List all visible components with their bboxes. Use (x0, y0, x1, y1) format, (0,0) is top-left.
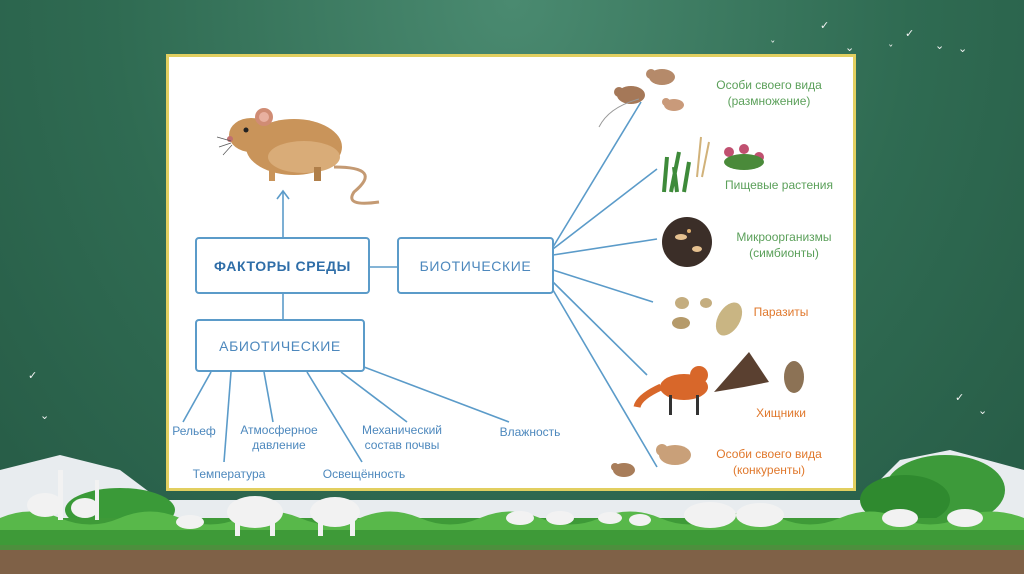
bird-icon: ⌄ (958, 43, 967, 54)
bird-icon: ✓ (955, 392, 964, 403)
bird-icon: ✓ (820, 20, 829, 31)
parasites-illustration (672, 297, 748, 340)
soil-label-line2: состав почвы (337, 438, 467, 453)
repro-label-line1: Особи своего вида (699, 77, 839, 93)
pressure-label-line1: Атмосферное (229, 423, 329, 438)
bird-icon: ✓ (905, 28, 914, 39)
environmental-factors-box: ФАКТОРЫ СРЕДЫ (195, 237, 370, 294)
microorganisms-label: Микроорганизмы (симбионты) (719, 229, 849, 261)
bird-icon: ⌄ (40, 410, 49, 421)
abiotic-factors-box: АБИОТИЧЕСКИЕ (195, 319, 365, 372)
biotic-factors-box: БИОТИЧЕСКИЕ (397, 237, 554, 294)
bird-icon: ˇ (888, 44, 894, 55)
food-plants-label: Пищевые растения (709, 177, 849, 193)
micro-label-line1: Микроорганизмы (719, 229, 849, 245)
comp-label-line1: Особи своего вида (699, 446, 839, 462)
micro-label-line2: (симбионты) (719, 245, 849, 261)
same-species-competitors-label: Особи своего вида (конкуренты) (699, 446, 839, 478)
parasites-label: Паразиты (741, 304, 821, 320)
comp-label-line2: (конкуренты) (699, 462, 839, 478)
repro-label-line2: (размножение) (699, 93, 839, 109)
bird-icon: ✓ (28, 370, 37, 381)
bird-icon: ⌄ (978, 405, 987, 416)
relief-label: Рельеф (161, 424, 227, 439)
pressure-label-line2: давление (229, 438, 329, 453)
bird-icon: ⌄ (845, 42, 854, 53)
microorganisms-illustration (662, 217, 712, 267)
temperature-label: Температура (179, 467, 279, 482)
light-label: Освещённость (309, 467, 419, 482)
competitor-mice-illustration (611, 444, 691, 477)
humidity-label: Влажность (485, 425, 575, 440)
bird-icon: ˇ (770, 40, 776, 51)
soil-label-line1: Механический (337, 423, 467, 438)
pressure-label: Атмосферное давление (229, 423, 329, 453)
mouse-illustration (217, 108, 379, 203)
soil-composition-label: Механический состав почвы (337, 423, 467, 453)
predators-label: Хищники (741, 405, 821, 421)
bird-icon: ⌄ (935, 40, 944, 51)
diagram-card: ФАКТОРЫ СРЕДЫ БИОТИЧЕСКИЕ АБИОТИЧЕСКИЕ Р… (166, 54, 856, 491)
same-species-reproduction-label: Особи своего вида (размножение) (699, 77, 839, 109)
mice-group-illustration (599, 69, 684, 127)
